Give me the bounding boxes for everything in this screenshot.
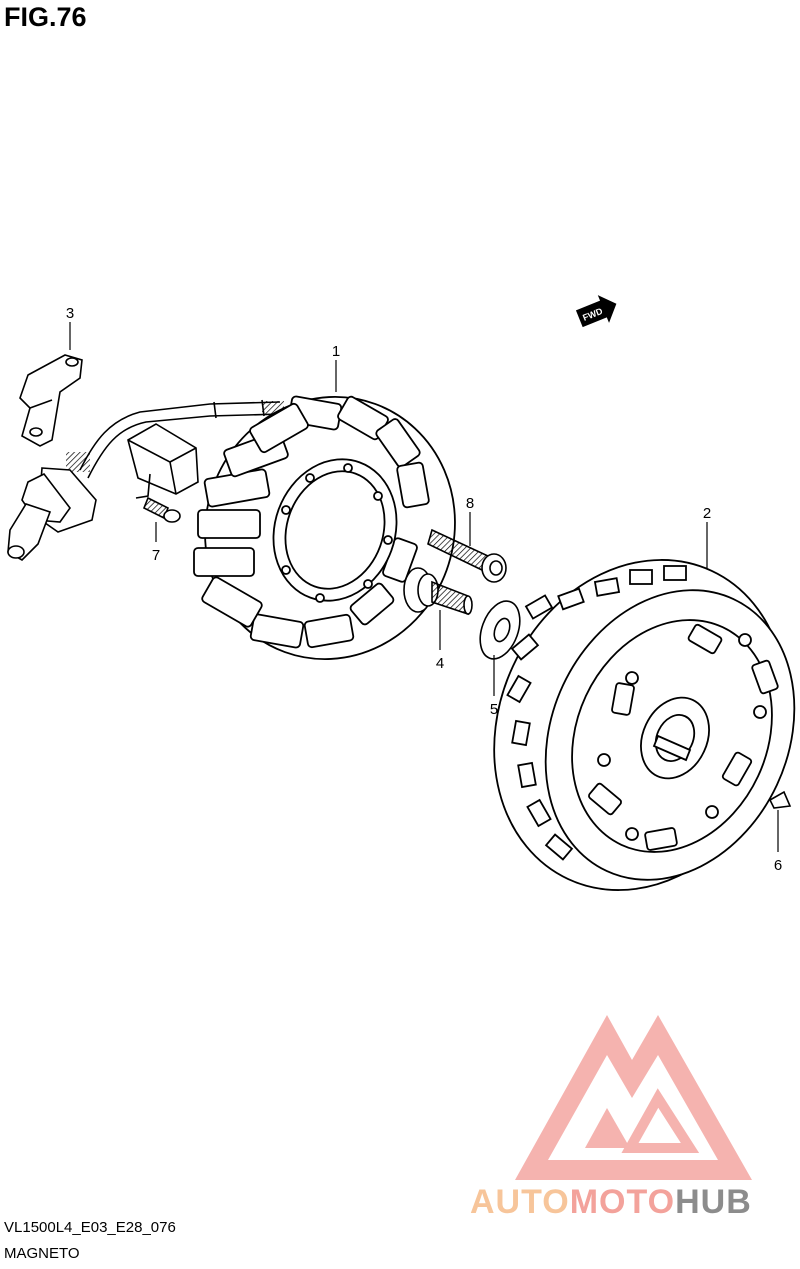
stator-poles (193, 395, 430, 649)
wire-harness (7, 399, 284, 561)
stator-part (193, 395, 456, 660)
rotor-inner-tabs (588, 623, 779, 851)
callout-2: 2 (703, 505, 711, 522)
stator-bolt-holes (281, 463, 393, 603)
callout-5: 5 (490, 701, 498, 718)
watermark-logo-icon (515, 1015, 752, 1180)
key-part (768, 790, 792, 809)
diagram-code: VL1500L4_E03_E28_076 (4, 1219, 176, 1236)
callout-8: 8 (466, 495, 474, 512)
screw-part (142, 496, 181, 523)
leader-lines (69, 322, 779, 852)
washer-part (479, 600, 521, 660)
bolt-part-4 (403, 567, 473, 616)
callout-4: 4 (436, 655, 444, 672)
rotor-slots (506, 565, 687, 861)
diagram-caption: MAGNETO (4, 1245, 80, 1262)
callout-3: 3 (66, 305, 74, 322)
fwd-arrow-icon: FWD (575, 295, 617, 328)
rotor-part (493, 559, 796, 891)
bolt-part-8 (427, 528, 507, 583)
watermark-brand: AUTOMOTOHUB (470, 1183, 752, 1221)
callout-1: 1 (332, 343, 340, 360)
clamp-part (19, 354, 83, 447)
figure-title: FIG.76 (4, 2, 87, 32)
callout-7: 7 (152, 547, 160, 564)
rotor-holes (597, 633, 767, 841)
callout-6: 6 (774, 857, 782, 874)
